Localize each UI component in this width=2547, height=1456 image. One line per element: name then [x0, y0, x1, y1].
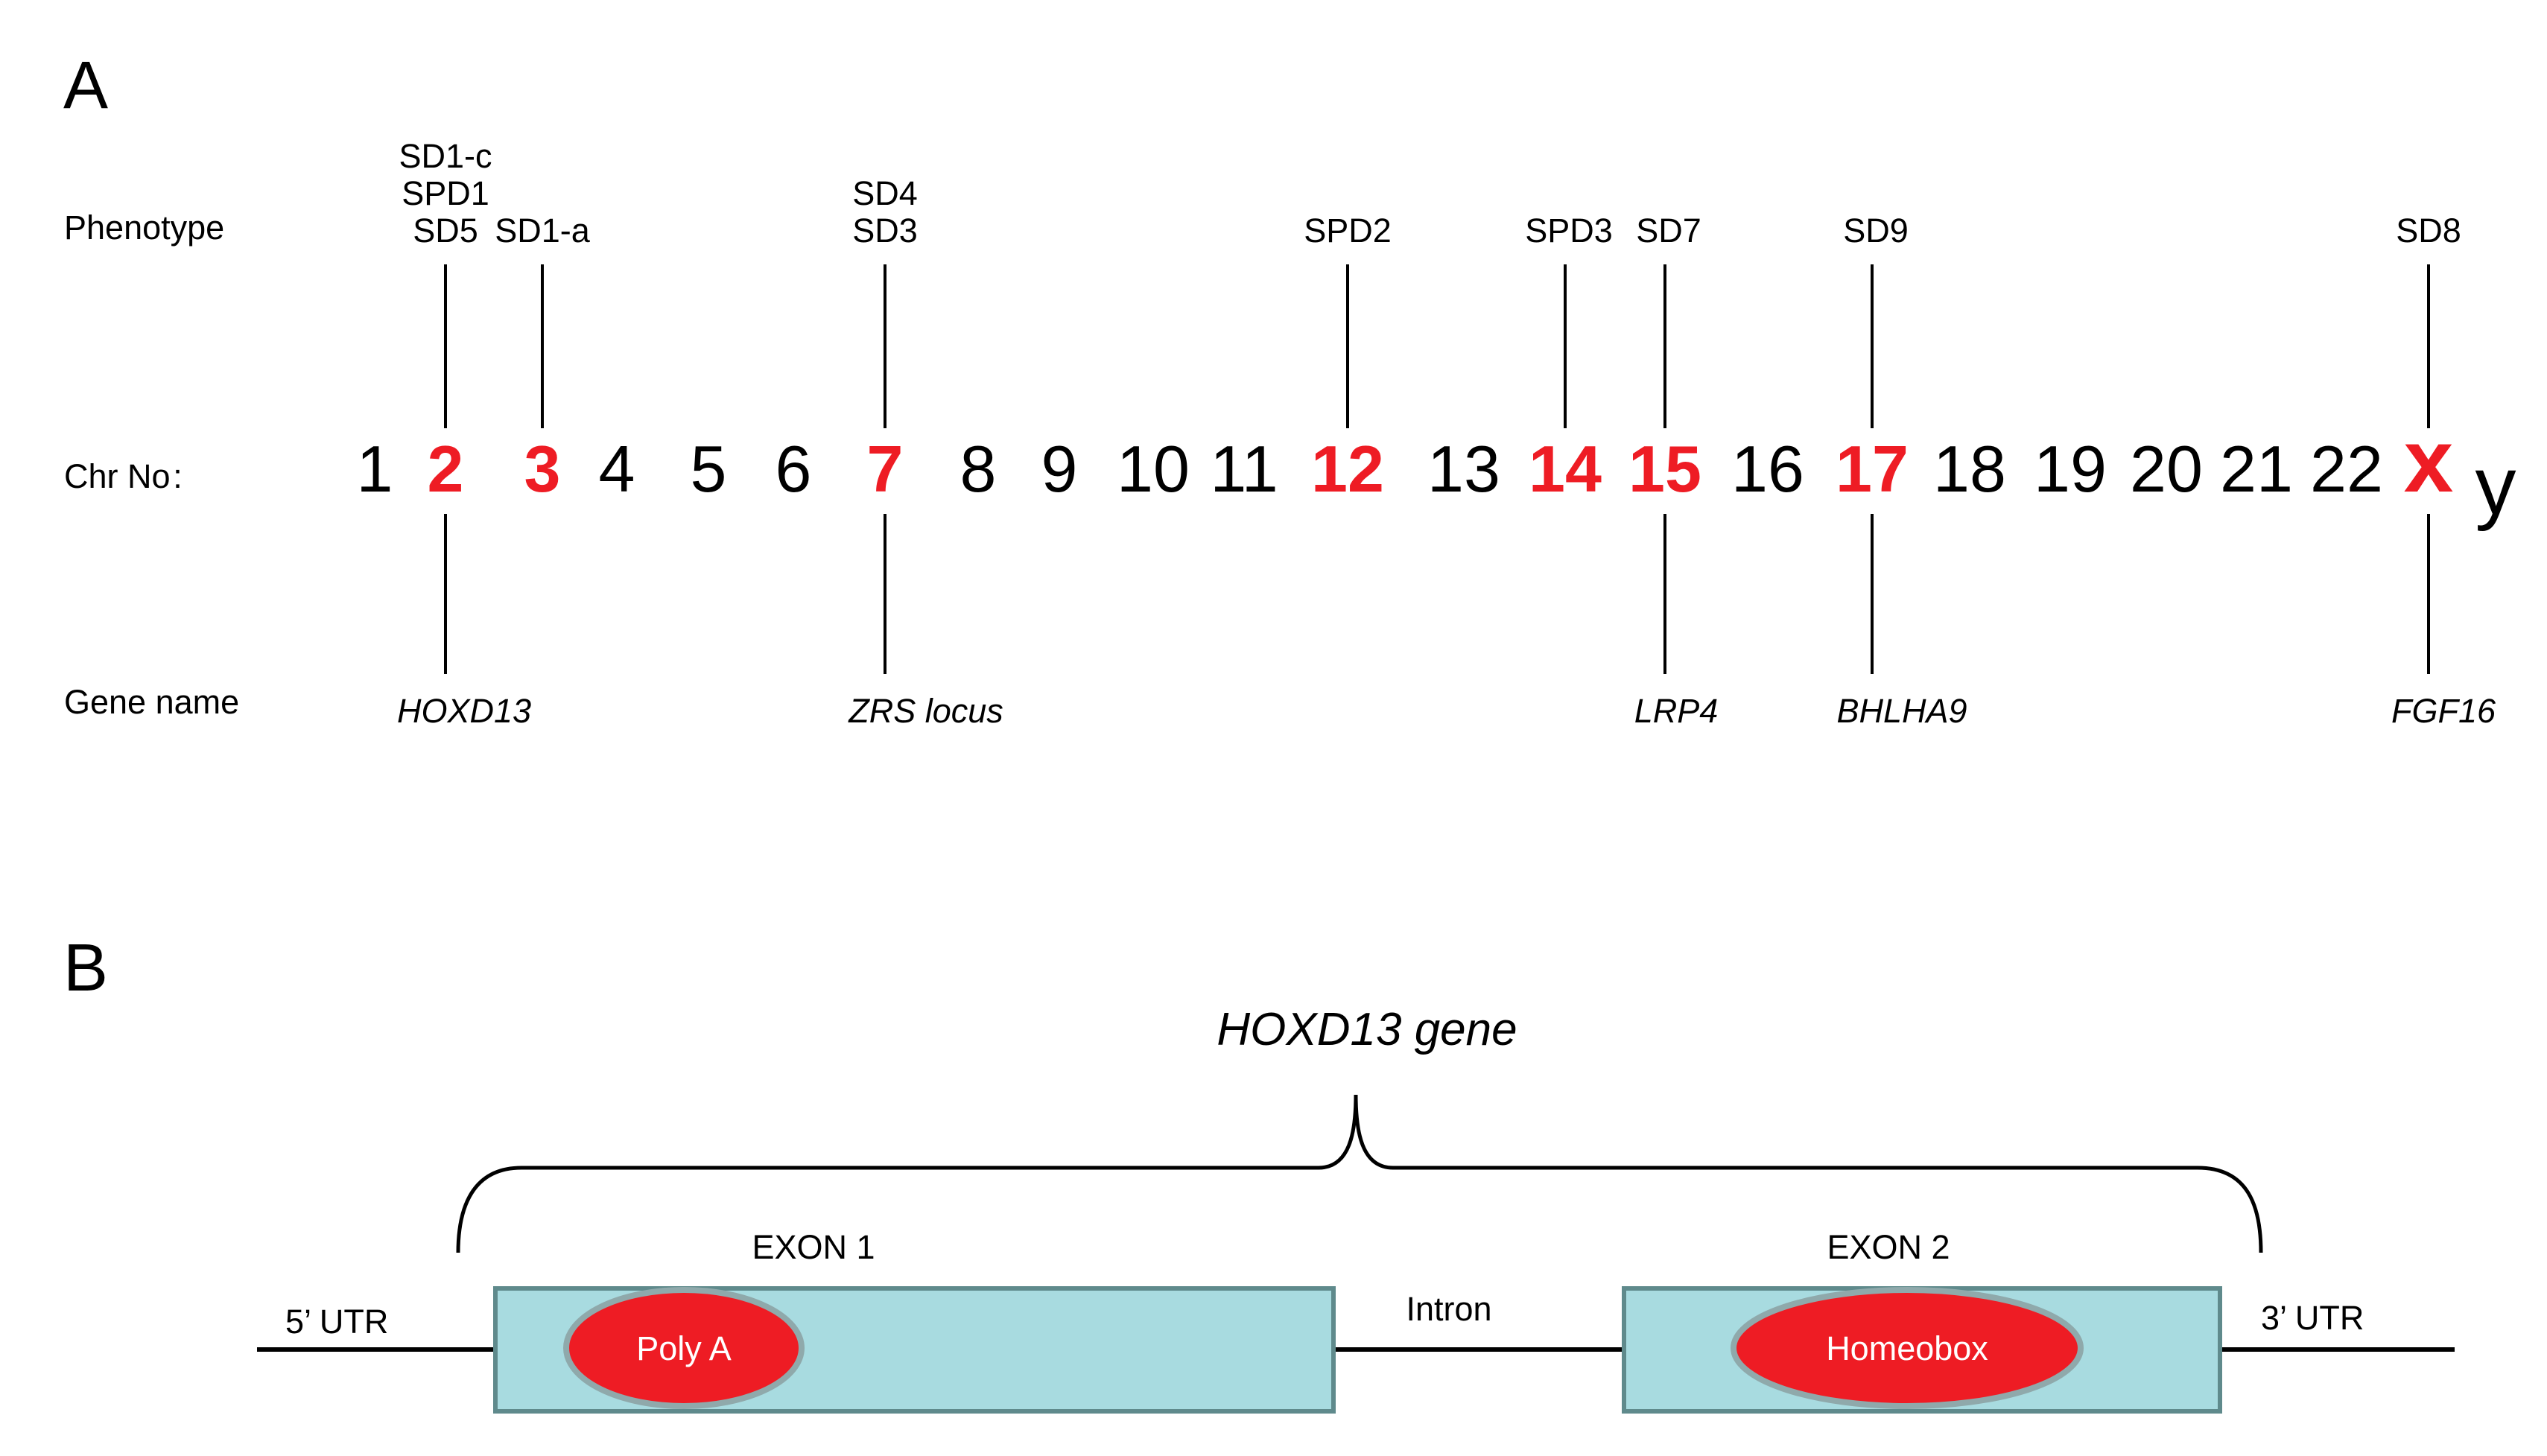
- utr3-label: 3’ UTR: [2261, 1299, 2364, 1337]
- chromosome-10: 10: [1117, 432, 1190, 506]
- chromosome-5: 5: [691, 432, 727, 506]
- exon2-label: EXON 2: [1827, 1228, 1950, 1266]
- gene-name-label: BHLHA9: [1836, 692, 1967, 730]
- phenotype-label: SD1-a: [495, 212, 591, 249]
- panel-b-label: B: [63, 931, 108, 1005]
- row-label-gene-name: Gene name: [64, 683, 239, 721]
- chromosome-12: 12: [1311, 432, 1384, 506]
- phenotype-label: SPD2: [1304, 212, 1392, 249]
- poly-a-label: Poly A: [636, 1329, 732, 1367]
- gene-name-label: ZRS locus: [848, 692, 1003, 730]
- gene-annotations: HOXD13 ZRS locus LRP4 BHLHA9 FGF16: [397, 514, 2496, 730]
- chromosome-19: 19: [2034, 432, 2107, 506]
- chromosome-9: 9: [1041, 432, 1078, 506]
- gene-title: HOXD13 gene: [1217, 1004, 1517, 1055]
- phenotype-label: SD1-c: [399, 137, 492, 175]
- chromosome-18: 18: [1933, 432, 2006, 506]
- chromosome-13: 13: [1427, 432, 1500, 506]
- phenotype-label: SPD1: [402, 174, 489, 212]
- phenotype-label: SD3: [852, 212, 918, 249]
- chromosome-20: 20: [2130, 432, 2203, 506]
- chromosome-y: y: [2475, 440, 2516, 532]
- chromosome-22: 22: [2310, 432, 2383, 506]
- phenotype-label: SD7: [1636, 212, 1701, 249]
- chromosome-16: 16: [1731, 432, 1804, 506]
- chromosome-17: 17: [1836, 432, 1909, 506]
- phenotype-label: SD5: [413, 212, 478, 249]
- chromosome-2: 2: [428, 432, 464, 506]
- row-label-chr-no: Chr No :: [64, 457, 183, 495]
- chromosome-15: 15: [1628, 432, 1701, 506]
- row-label-phenotype: Phenotype: [64, 209, 224, 247]
- chromosome-14: 14: [1529, 432, 1602, 506]
- phenotype-label: SD8: [2396, 212, 2461, 249]
- phenotype-label: SD4: [852, 174, 918, 212]
- gene-name-label: HOXD13: [397, 692, 531, 730]
- gene-brace: [456, 1094, 2263, 1253]
- panel-a-label: A: [63, 48, 108, 123]
- homeobox-ellipse: [1731, 1287, 2084, 1409]
- chromosome-21: 21: [2220, 432, 2293, 506]
- chromosome-7: 7: [867, 432, 904, 506]
- gene-name-label: FGF16: [2391, 692, 2496, 730]
- intron-label: Intron: [1406, 1290, 1491, 1328]
- chromosome-1: 1: [357, 432, 393, 506]
- chromosome-11: 11: [1210, 432, 1278, 506]
- poly-a-ellipse: [563, 1287, 805, 1409]
- utr5-label: 5’ UTR: [285, 1303, 388, 1341]
- phenotype-label: SPD3: [1525, 212, 1613, 249]
- chromosome-3: 3: [524, 432, 561, 506]
- chromosome-6: 6: [775, 432, 812, 506]
- gene-name-label: LRP4: [1634, 692, 1719, 730]
- chromosome-4: 4: [599, 432, 635, 506]
- exon1-label: EXON 1: [752, 1228, 875, 1266]
- phenotype-label: SD9: [1843, 212, 1909, 249]
- chromosome-8: 8: [960, 432, 997, 506]
- homeobox-label: Homeobox: [1826, 1329, 1988, 1367]
